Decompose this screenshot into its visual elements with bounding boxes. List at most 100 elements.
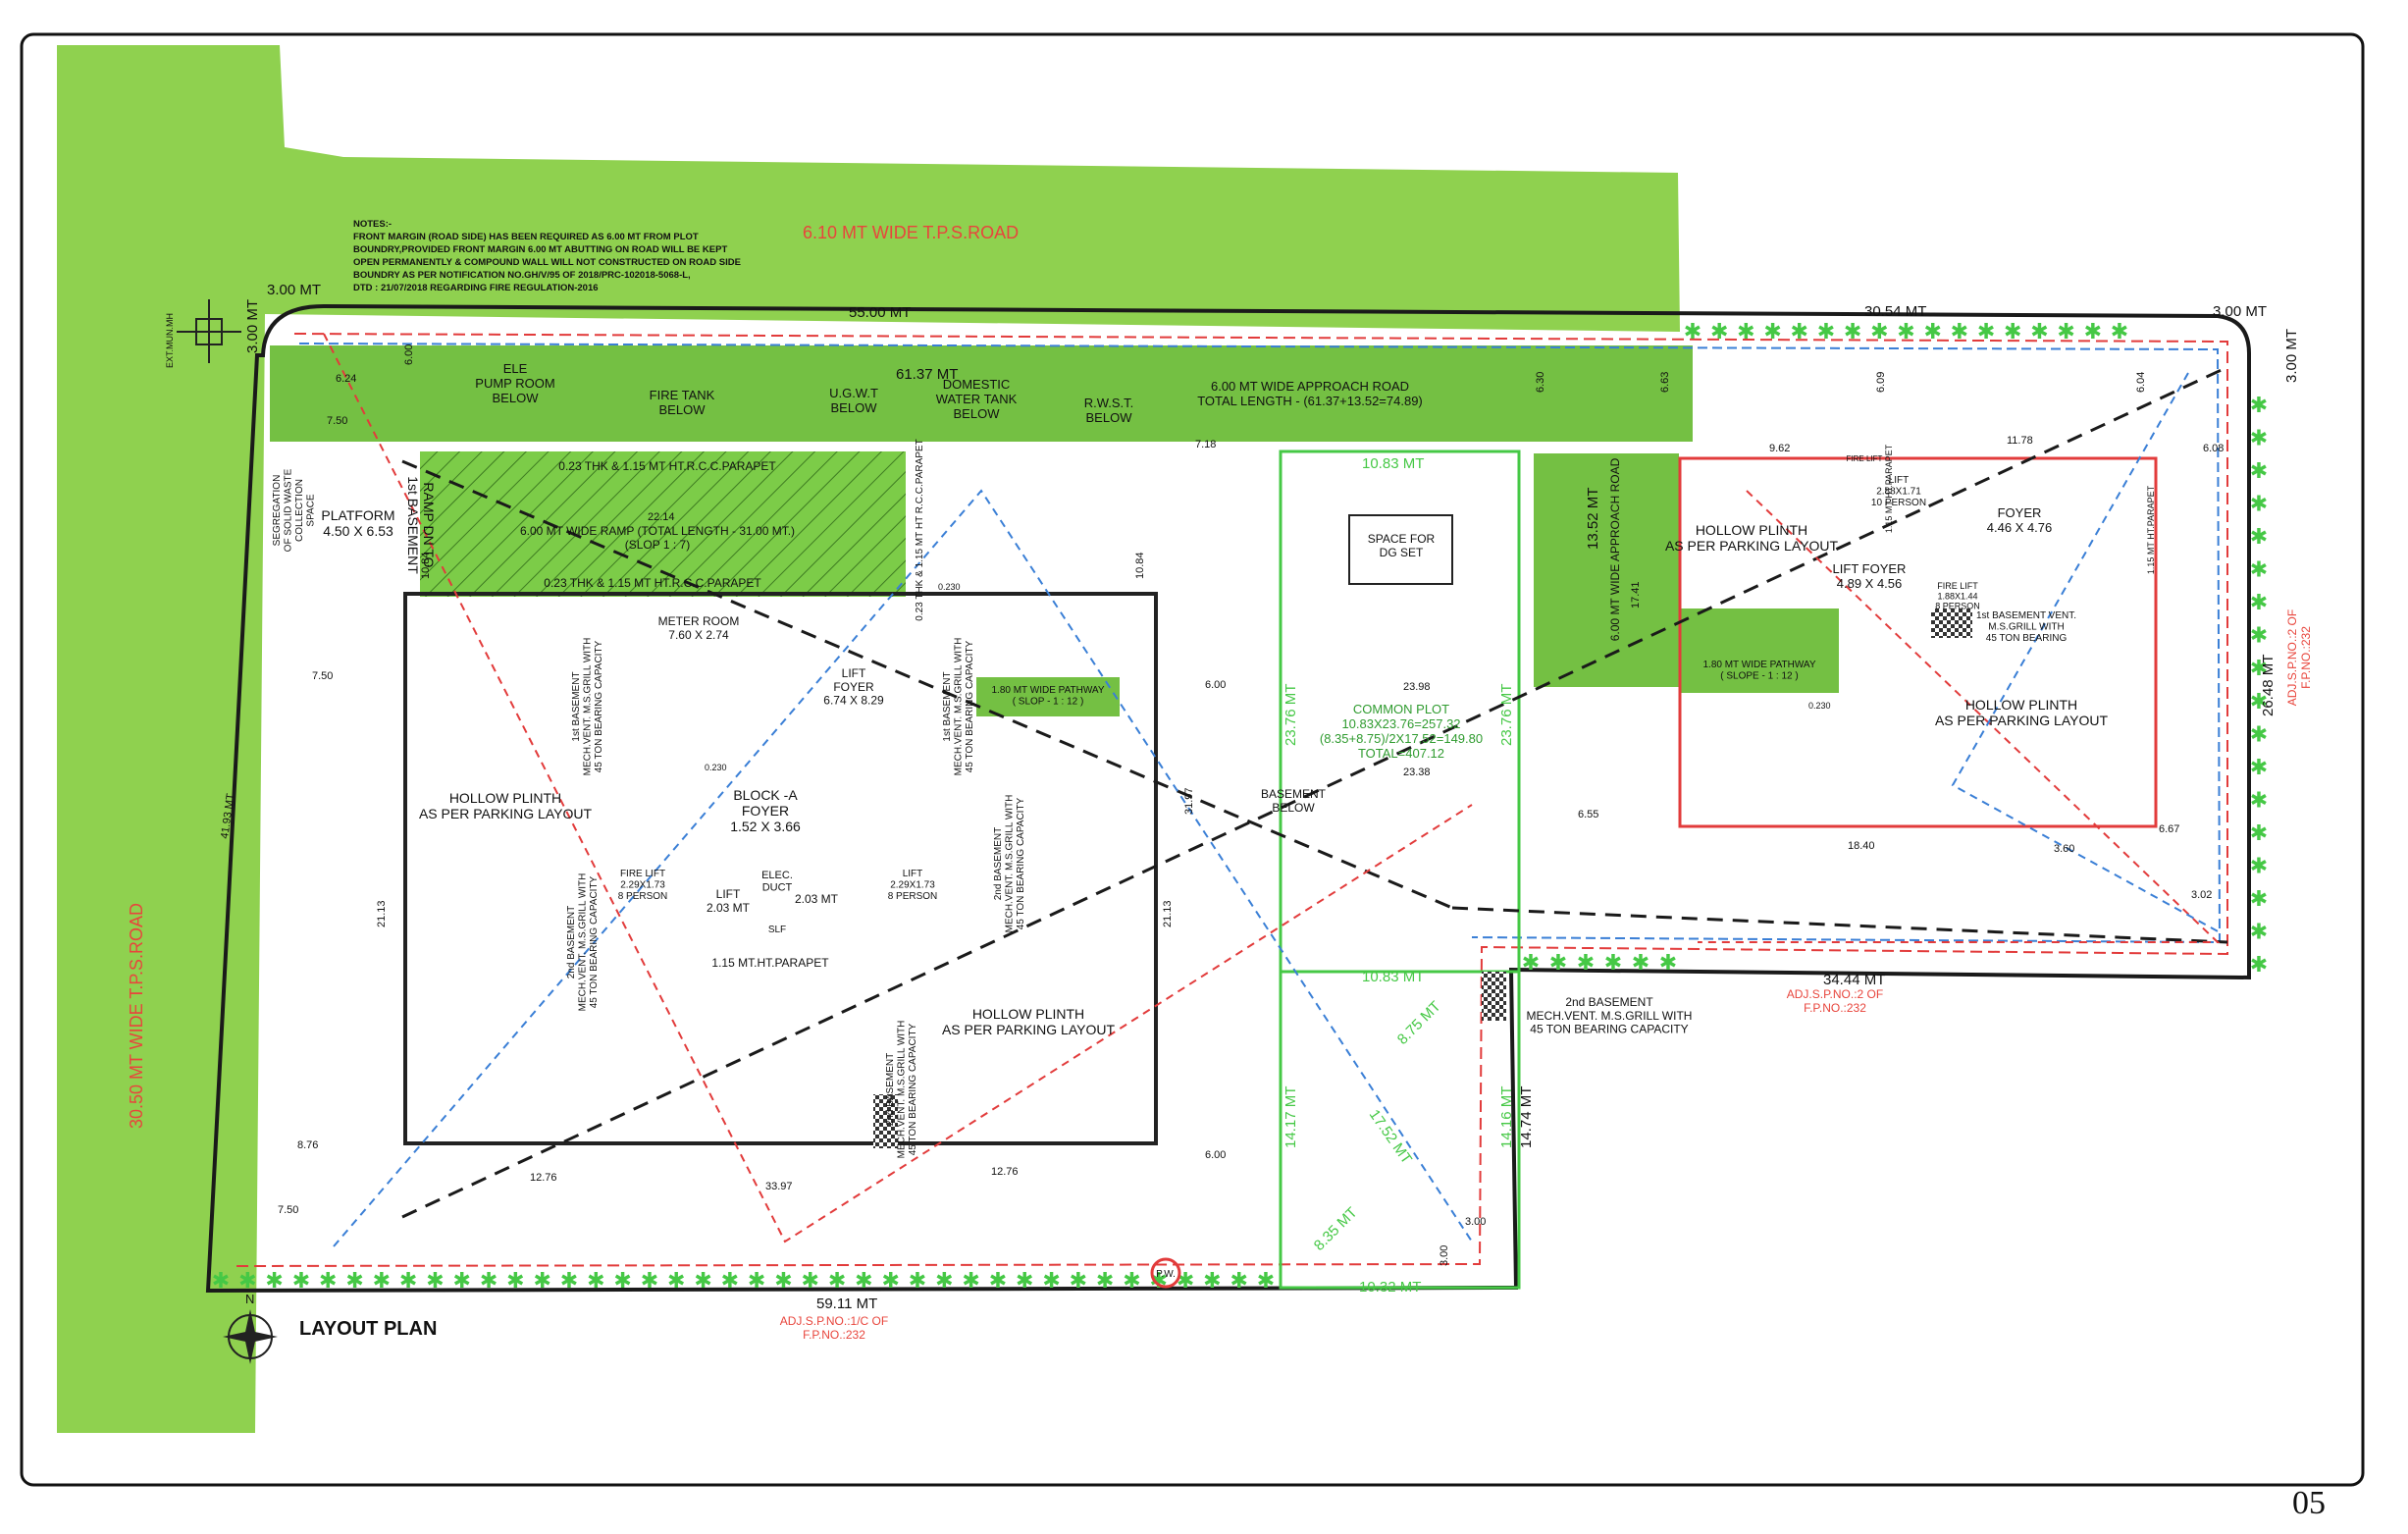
tree-icon: ✱ <box>587 1268 604 1293</box>
tree-icon: ✱ <box>1951 319 1968 344</box>
tree-icon: ✱ <box>2111 319 2128 344</box>
dim-bottom-right-length: 34.44 MT <box>1823 972 1885 988</box>
tree-icon: ✱ <box>1897 319 1914 344</box>
tree-icon: ✱ <box>935 1268 953 1293</box>
tree-icon: ✱ <box>828 1268 846 1293</box>
tree-icon: ✱ <box>667 1268 685 1293</box>
tree-icon: ✱ <box>1604 950 1622 975</box>
ramp-down-label: RAMP DN TO1st BASEMENT <box>405 476 437 574</box>
ramp-label: 6.00 MT WIDE RAMP (TOTAL LENGTH - 31.00 … <box>520 524 795 552</box>
lift-a3-label: 2.03 MT <box>795 892 839 906</box>
tree-icon: ✱ <box>2250 787 2268 812</box>
dim-small: 6.67 <box>2159 823 2179 835</box>
tree-icon: ✱ <box>2250 853 2268 877</box>
manhole-label: EXT.MUN.MH <box>165 313 175 368</box>
tree-icon: ✱ <box>2250 820 2268 845</box>
tree-icon: ✱ <box>399 1268 417 1293</box>
dim-approach-road-vertical: 13.52 MT <box>1585 488 1601 550</box>
tree-icon: ✱ <box>1549 950 1567 975</box>
dim-small: 12.76 <box>991 1166 1019 1178</box>
notes-line: OPEN PERMANENTLY & COMPOUND WALL WILL NO… <box>353 257 741 268</box>
rwst-label: R.W.S.T.BELOW <box>1084 396 1134 425</box>
tree-icon: ✱ <box>238 1268 256 1293</box>
tree-icon: ✱ <box>1817 319 1835 344</box>
dim-small: 6.08 <box>2203 443 2224 454</box>
notes-block: NOTES:- FRONT MARGIN (ROAD SIDE) HAS BEE… <box>353 219 741 293</box>
dim-top-right-margin: 3.00 MT <box>2213 303 2267 320</box>
tree-row-right: ✱✱✱✱✱✱✱✱✱✱✱✱✱✱✱✱✱✱ <box>2250 393 2268 977</box>
tree-icon: ✱ <box>802 1268 819 1293</box>
tree-icon: ✱ <box>774 1268 792 1293</box>
inner-margin-line <box>233 333 2228 1267</box>
tree-icon: ✱ <box>1016 1268 1033 1293</box>
building-block-b <box>1678 456 2158 828</box>
dim-small: 31.97 <box>1183 787 1195 815</box>
tree-icon: ✱ <box>1042 1268 1060 1293</box>
fire-lift-label: FIRE LIFT <box>1847 454 1883 463</box>
pw-symbol <box>1150 1257 1181 1289</box>
dim-small: 7.18 <box>1195 439 1216 450</box>
parapet-bottom-label: 0.23 THK & 1.15 MT HT.R.C.C.PARAPET <box>544 576 761 590</box>
vent-5-label: 2nd BASEMENTMECH.VENT. M.S.GRILL WITH45 … <box>885 1021 918 1159</box>
tree-icon: ✱ <box>1522 950 1540 975</box>
tree-icon: ✱ <box>1230 1268 1247 1293</box>
basement-vent-grill <box>1931 608 1972 638</box>
road-area <box>57 45 1839 1433</box>
dim-small: 6.00 <box>1205 679 1226 691</box>
dim-common-plot-mid: 10.83 MT <box>1362 969 1424 985</box>
tree-icon: ✱ <box>1923 319 1941 344</box>
pathway-green-a <box>976 677 1120 716</box>
dim-small: 12.76 <box>530 1172 557 1184</box>
dim-small: 6.30 <box>1535 372 1546 393</box>
notes-heading: NOTES:- <box>353 219 392 230</box>
dim-diag-b: 17.52 MT <box>1366 1107 1415 1168</box>
dim-common-plot-bottom: 10.32 MT <box>1359 1279 1421 1296</box>
dim-small: 6.24 <box>336 373 356 385</box>
vent-3-label: 2nd BASEMENTMECH.VENT. M.S.GRILL WITH45 … <box>993 795 1026 933</box>
north-label: N <box>245 1292 254 1306</box>
adj-right-label: ADJ.S.P.NO.:2 OFF.P.NO.:232 <box>2285 609 2313 706</box>
dim-small: 21.13 <box>376 900 388 927</box>
dim-top-length: 55.00 MT <box>849 304 911 321</box>
tree-icon: ✱ <box>212 1268 230 1293</box>
tree-icon: ✱ <box>560 1268 578 1293</box>
dim-small: 9.62 <box>1769 443 1790 454</box>
tree-icon: ✱ <box>265 1268 283 1293</box>
dim-diag-a: 8.75 MT <box>1394 998 1444 1048</box>
dim-small: 3.02 <box>2191 889 2212 901</box>
tree-icon: ✱ <box>373 1268 391 1293</box>
dim-left-margin-vertical: 3.00 MT <box>244 299 261 353</box>
tree-icon: ✱ <box>641 1268 658 1293</box>
tree-icon: ✱ <box>855 1268 872 1293</box>
tree-icon: ✱ <box>426 1268 444 1293</box>
dim-common-plot-h1: 14.17 MT <box>1283 1086 1299 1148</box>
parapet-vertical-label: 0.23 THK & 1.15 MT HT R.C.C.PARAPET <box>915 439 925 620</box>
dim-small: 7.50 <box>278 1204 298 1216</box>
dim-diag-c: 8.35 MT <box>1311 1204 1361 1254</box>
dim-internal-road: 61.37 MT <box>896 366 958 383</box>
dim-small: 7.50 <box>312 670 333 682</box>
tree-icon: ✱ <box>1684 319 1701 344</box>
vent-2-label: 2nd BASEMENTMECH.VENT. M.S.GRILL WITH45 … <box>566 873 600 1012</box>
tree-icon: ✱ <box>533 1268 550 1293</box>
dim-small: 21.13 <box>1162 900 1174 927</box>
tree-row-bottom-right: ✱✱✱✱✱✱ <box>1522 950 1677 975</box>
tree-icon: ✱ <box>1203 1268 1221 1293</box>
tree-icon: ✱ <box>2057 319 2074 344</box>
notes-line: BOUNDRY,PROVIDED FRONT MARGIN 6.00 MT AB… <box>353 244 727 255</box>
dim-top-right-length: 30.54 MT <box>1864 303 1926 320</box>
common-plot-outline <box>1279 450 1521 1290</box>
vent-1-label: 1st BASEMENTMECH.VENT. M.S.GRILL WITH45 … <box>571 638 604 776</box>
